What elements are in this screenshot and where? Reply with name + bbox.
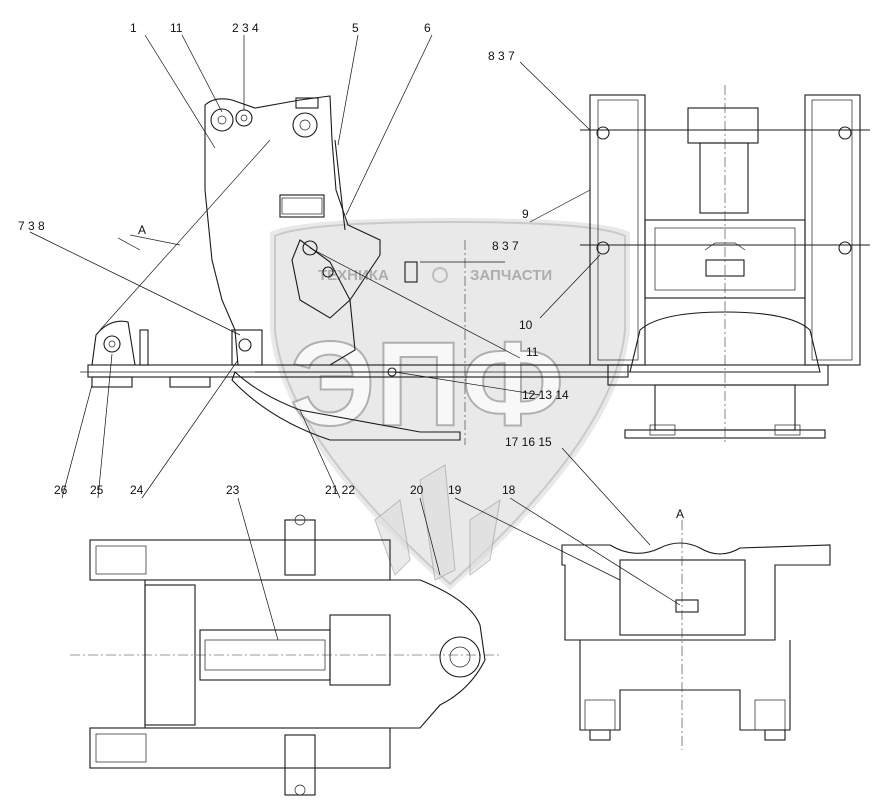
callout-2-3-4: 2 3 4 (232, 21, 259, 35)
callout-11: 11 (170, 21, 183, 35)
callout-10: 10 (519, 318, 533, 332)
callout-labels: 1 11 2 3 4 5 6 8 3 7 7 3 8 A 9 8 3 7 10 … (18, 21, 684, 521)
leader-lines (29, 34, 681, 641)
view-a-title: A (676, 507, 684, 521)
callout-9: 9 (522, 207, 529, 221)
callout-20: 20 (410, 483, 424, 497)
callout-17-16-15: 17 16 15 (505, 435, 552, 449)
callout-1: 1 (130, 21, 137, 35)
callout-12-13-14: 12 13 14 (522, 388, 569, 402)
watermark: ТЕХНИКА ЗАПЧАСТИ ЭПФ (270, 218, 630, 590)
watermark-shield (270, 218, 630, 590)
callout-11-lower: 11 (526, 345, 539, 359)
wheat-ears-icon (374, 464, 501, 581)
view-a-frame (561, 520, 831, 750)
callout-8-3-7-mid: 8 3 7 (492, 239, 519, 253)
callout-view-a-arrow: A (138, 223, 146, 237)
watermark-text-technika: ТЕХНИКА (318, 267, 389, 284)
callout-23: 23 (226, 483, 240, 497)
watermark-text-zapchasti: ЗАПЧАСТИ (470, 267, 552, 284)
gear-icon (432, 267, 448, 283)
callout-8-3-7-top: 8 3 7 (488, 49, 515, 63)
front-view-frame (580, 85, 870, 445)
callout-19: 19 (448, 483, 462, 497)
callout-24: 24 (130, 483, 144, 497)
side-view-frame (80, 95, 640, 445)
callout-6: 6 (424, 21, 431, 35)
callout-18: 18 (502, 483, 516, 497)
callout-26: 26 (54, 483, 68, 497)
callout-7-3-8: 7 3 8 (18, 219, 45, 233)
callout-25: 25 (90, 483, 104, 497)
callout-5: 5 (352, 21, 359, 35)
top-view-frame (70, 514, 500, 796)
callout-21-22: 21 22 (325, 483, 355, 497)
watermark-logo: ЭПФ (290, 317, 564, 451)
